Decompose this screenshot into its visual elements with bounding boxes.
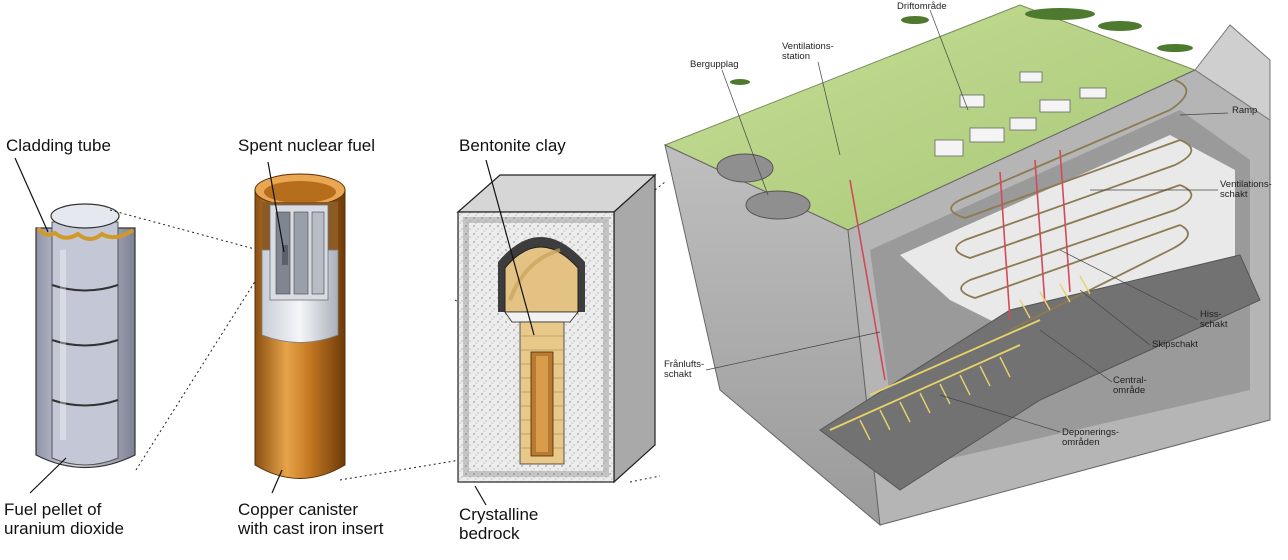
cladding-tube-label: Cladding tube xyxy=(6,136,111,155)
ventilationsschakt-label: Ventilations- schakt xyxy=(1220,179,1272,201)
franluftsschakt-label-line1: Frånlufts- xyxy=(664,359,705,370)
centralomrade-label: Central- område xyxy=(1113,375,1147,397)
ventilationsschakt-label-line2: schakt xyxy=(1220,189,1248,201)
bergupplag-label: Bergupplag xyxy=(690,59,739,70)
ventilationsstation-label-line1: Ventilations- xyxy=(782,41,834,52)
crystalline-bedrock-label-line1: Crystalline xyxy=(459,505,539,524)
ventilationsschakt-label-line1: Ventilations- xyxy=(1220,179,1272,190)
driftomrade-label: Driftområde xyxy=(897,1,947,12)
repository-cutaway-illustration xyxy=(663,4,1271,527)
bentonite-clay-label: Bentonite clay xyxy=(459,136,566,155)
copper-canister-illustration xyxy=(254,161,346,494)
hissschakt-label-line1: Hiss- xyxy=(1200,309,1222,320)
copper-canister-label-line1: Copper canister xyxy=(238,500,359,519)
fuel-pellet-label-line1: Fuel pellet of xyxy=(4,500,102,519)
centralomrade-label-line1: Central- xyxy=(1113,375,1147,386)
copper-canister-label-line2: with cast iron insert xyxy=(238,519,384,539)
hissschakt-label-line2: schakt xyxy=(1200,319,1228,331)
deponeringsomraden-label-line1: Deponerings- xyxy=(1062,427,1120,438)
franluftsschakt-label-line2: schakt xyxy=(664,369,692,381)
ventilationsstation-label-line2: station xyxy=(782,51,810,63)
deponeringsomraden-label-line2: områden xyxy=(1062,437,1100,449)
crystalline-bedrock-label-line2: bedrock xyxy=(459,524,520,544)
fuel-pellet-label: Fuel pellet of uranium dioxide xyxy=(4,500,124,538)
skipschakt-label: Skipschakt xyxy=(1152,339,1198,350)
deponeringsomraden-label: Deponerings- områden xyxy=(1062,427,1120,449)
fuel-rod-illustration xyxy=(14,157,136,494)
centralomrade-label-line2: område xyxy=(1113,385,1146,397)
bedrock-block-illustration xyxy=(456,159,657,506)
franluftsschakt-label: Frånlufts- schakt xyxy=(664,359,705,381)
ramp-label: Ramp xyxy=(1232,105,1258,116)
fuel-pellet-label-line2: uranium dioxide xyxy=(4,519,125,539)
hissschakt-label: Hiss- schakt xyxy=(1200,309,1228,331)
crystalline-bedrock-label: Crystalline bedrock xyxy=(459,505,538,543)
copper-canister-label: Copper canister with cast iron insert xyxy=(238,500,384,538)
ventilationsstation-label: Ventilations- station xyxy=(782,41,834,63)
spent-nuclear-fuel-label: Spent nuclear fuel xyxy=(238,136,376,155)
